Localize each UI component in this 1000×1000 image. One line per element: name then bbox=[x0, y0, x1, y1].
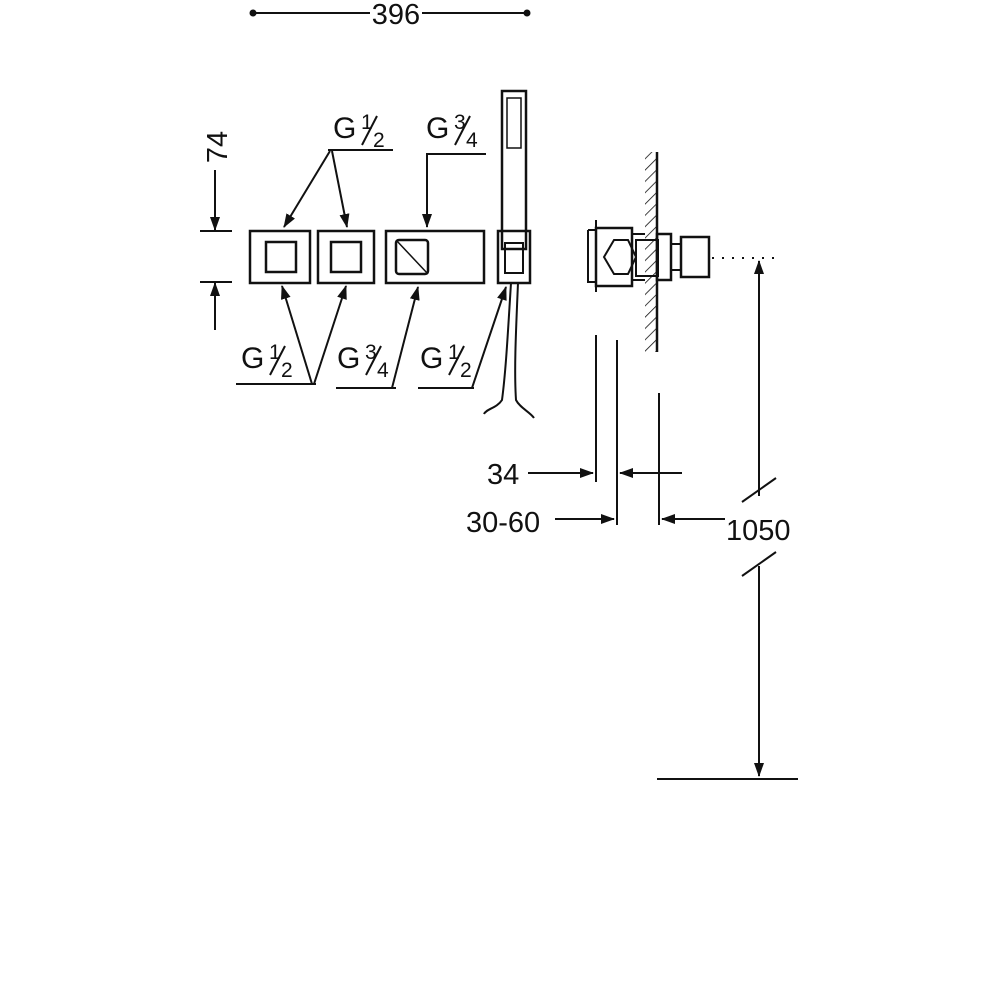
fraction-slash bbox=[448, 345, 465, 376]
thread-numerator: 1 bbox=[361, 111, 373, 134]
plate-height-dimension: 74 bbox=[200, 131, 234, 330]
hand-shower bbox=[483, 89, 535, 419]
diverter-knob-detail bbox=[395, 239, 429, 275]
width-dim-dot-left bbox=[249, 9, 257, 17]
fraction-slash bbox=[269, 345, 286, 376]
valve-handle-1 bbox=[264, 240, 298, 274]
thread-denominator: 2 bbox=[281, 359, 293, 382]
shower-hose-right bbox=[514, 282, 535, 419]
plate-height-label: 74 bbox=[202, 131, 234, 163]
cover-plate bbox=[655, 232, 673, 282]
leader-arrow-bottom-1a bbox=[281, 285, 313, 385]
diverter-knob bbox=[394, 238, 430, 276]
valve-body-2 bbox=[316, 229, 376, 285]
shower-hose-left bbox=[483, 282, 512, 415]
fraction-slash bbox=[365, 345, 382, 376]
width-dim-dot-right bbox=[523, 9, 531, 17]
dim-1050-label: 1050 bbox=[726, 515, 791, 547]
height-dimension: 1050 bbox=[657, 260, 798, 780]
thread-prefix: G bbox=[426, 112, 449, 145]
side-view bbox=[587, 152, 775, 352]
thread-label-top-1: G 1 2 bbox=[333, 111, 385, 152]
thread-prefix: G bbox=[420, 342, 443, 375]
width-dim-label: 396 bbox=[372, 0, 420, 31]
valve-handle-2 bbox=[329, 240, 363, 274]
handle-cap bbox=[679, 235, 711, 279]
thread-denominator: 2 bbox=[373, 129, 385, 152]
width-dimension: 396 bbox=[249, 0, 531, 31]
shower-holder bbox=[496, 229, 532, 285]
thread-label-top-2: G 3 4 bbox=[426, 111, 478, 152]
fraction-slash bbox=[454, 115, 471, 146]
dim-30-60-label: 30-60 bbox=[466, 507, 540, 539]
leader-arrow-bottom-3 bbox=[471, 286, 507, 389]
thread-label-bottom-3: G 1 2 bbox=[420, 341, 472, 382]
leader-arrow-top-1a bbox=[283, 150, 331, 228]
thread-label-bottom-2: G 3 4 bbox=[337, 341, 389, 382]
thread-denominator: 4 bbox=[466, 129, 478, 152]
wall-hatching bbox=[645, 152, 657, 352]
break-mark-bottom bbox=[741, 551, 777, 577]
front-view bbox=[248, 229, 532, 285]
thread-numerator: 1 bbox=[269, 341, 281, 364]
thread-denominator: 4 bbox=[377, 359, 389, 382]
leader-arrow-bottom-2 bbox=[391, 286, 420, 389]
thread-prefix: G bbox=[337, 342, 360, 375]
thread-denominator: 2 bbox=[460, 359, 472, 382]
leader-arrow-bottom-1b bbox=[313, 285, 347, 385]
dim-34-label: 34 bbox=[487, 459, 519, 491]
thread-prefix: G bbox=[333, 112, 356, 145]
thread-numerator: 1 bbox=[448, 341, 460, 364]
shower-holder-inner bbox=[504, 242, 524, 274]
thread-numerator: 3 bbox=[454, 111, 466, 134]
diverter-plate bbox=[384, 229, 486, 285]
break-mark-top bbox=[741, 477, 777, 503]
handle-neck bbox=[670, 243, 682, 271]
leader-arrow-top-1b bbox=[331, 150, 350, 228]
thread-label-bottom-1: G 1 2 bbox=[241, 341, 293, 382]
thread-numerator: 3 bbox=[365, 341, 377, 364]
valve-body-1 bbox=[248, 229, 312, 285]
shower-spray-face bbox=[506, 97, 522, 149]
built-in-body bbox=[594, 226, 634, 288]
fraction-slash bbox=[361, 115, 378, 146]
thread-prefix: G bbox=[241, 342, 264, 375]
depth-dimensions: 34 30-60 bbox=[466, 335, 725, 539]
hand-shower-body bbox=[500, 89, 528, 251]
